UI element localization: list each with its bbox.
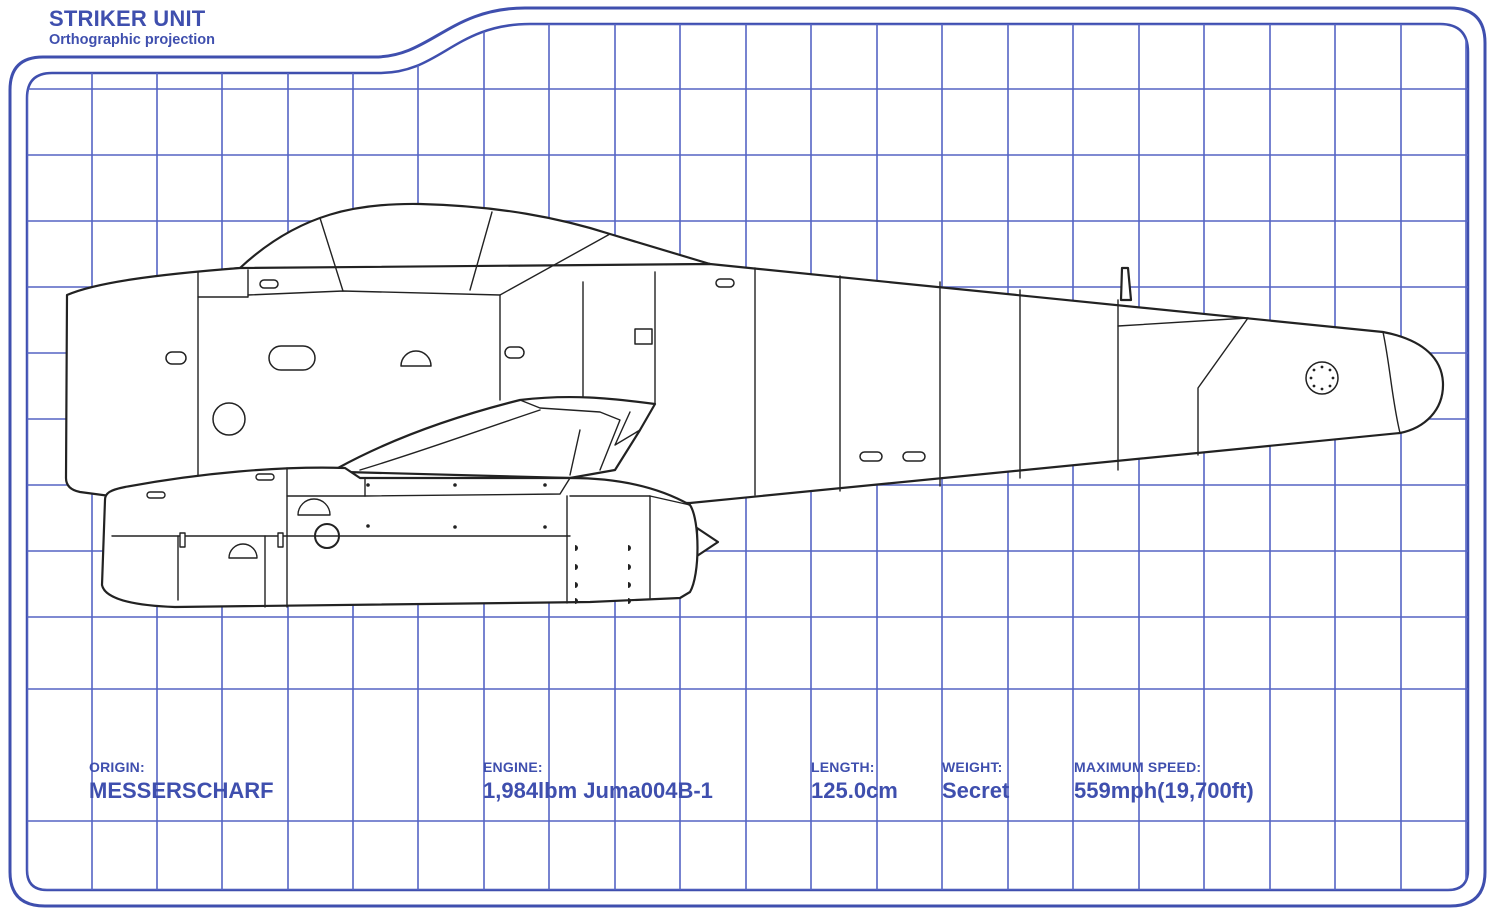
spec-value: 125.0cm: [811, 778, 898, 803]
spec-length: LENGTH: 125.0cm: [811, 759, 898, 804]
spec-label: LENGTH:: [811, 759, 875, 775]
spec-value: 559mph(19,700ft): [1074, 778, 1254, 803]
outer-frame: [8, 6, 1487, 908]
wing-root: [336, 395, 657, 480]
aircraft-side-view: [64, 202, 1445, 609]
canopy: [198, 202, 712, 274]
jet-engine: [100, 466, 699, 609]
spec-origin: ORIGIN: MESSERSCHARF: [89, 759, 274, 804]
inner-frame: [25, 22, 1470, 892]
spec-value: MESSERSCHARF: [89, 778, 274, 803]
spec-max-speed: MAXIMUM SPEED: 559mph(19,700ft): [1074, 759, 1254, 804]
spec-value: 1,984lbm Juma004B-1: [483, 778, 713, 803]
spec-label: WEIGHT:: [942, 759, 1003, 775]
header-block: STRIKER UNIT Orthographic projection: [49, 6, 215, 48]
spec-label: MAXIMUM SPEED:: [1074, 759, 1202, 775]
spec-label: ENGINE:: [483, 759, 543, 775]
antenna-mast: [1119, 266, 1133, 302]
spec-weight: WEIGHT: Secret: [942, 759, 1009, 804]
spec-label: ORIGIN:: [89, 759, 145, 775]
spec-engine: ENGINE: 1,984lbm Juma004B-1: [483, 759, 713, 804]
page-title: STRIKER UNIT: [49, 6, 206, 31]
page-subtitle: Orthographic projection: [49, 32, 215, 48]
spec-value: Secret: [942, 778, 1010, 803]
